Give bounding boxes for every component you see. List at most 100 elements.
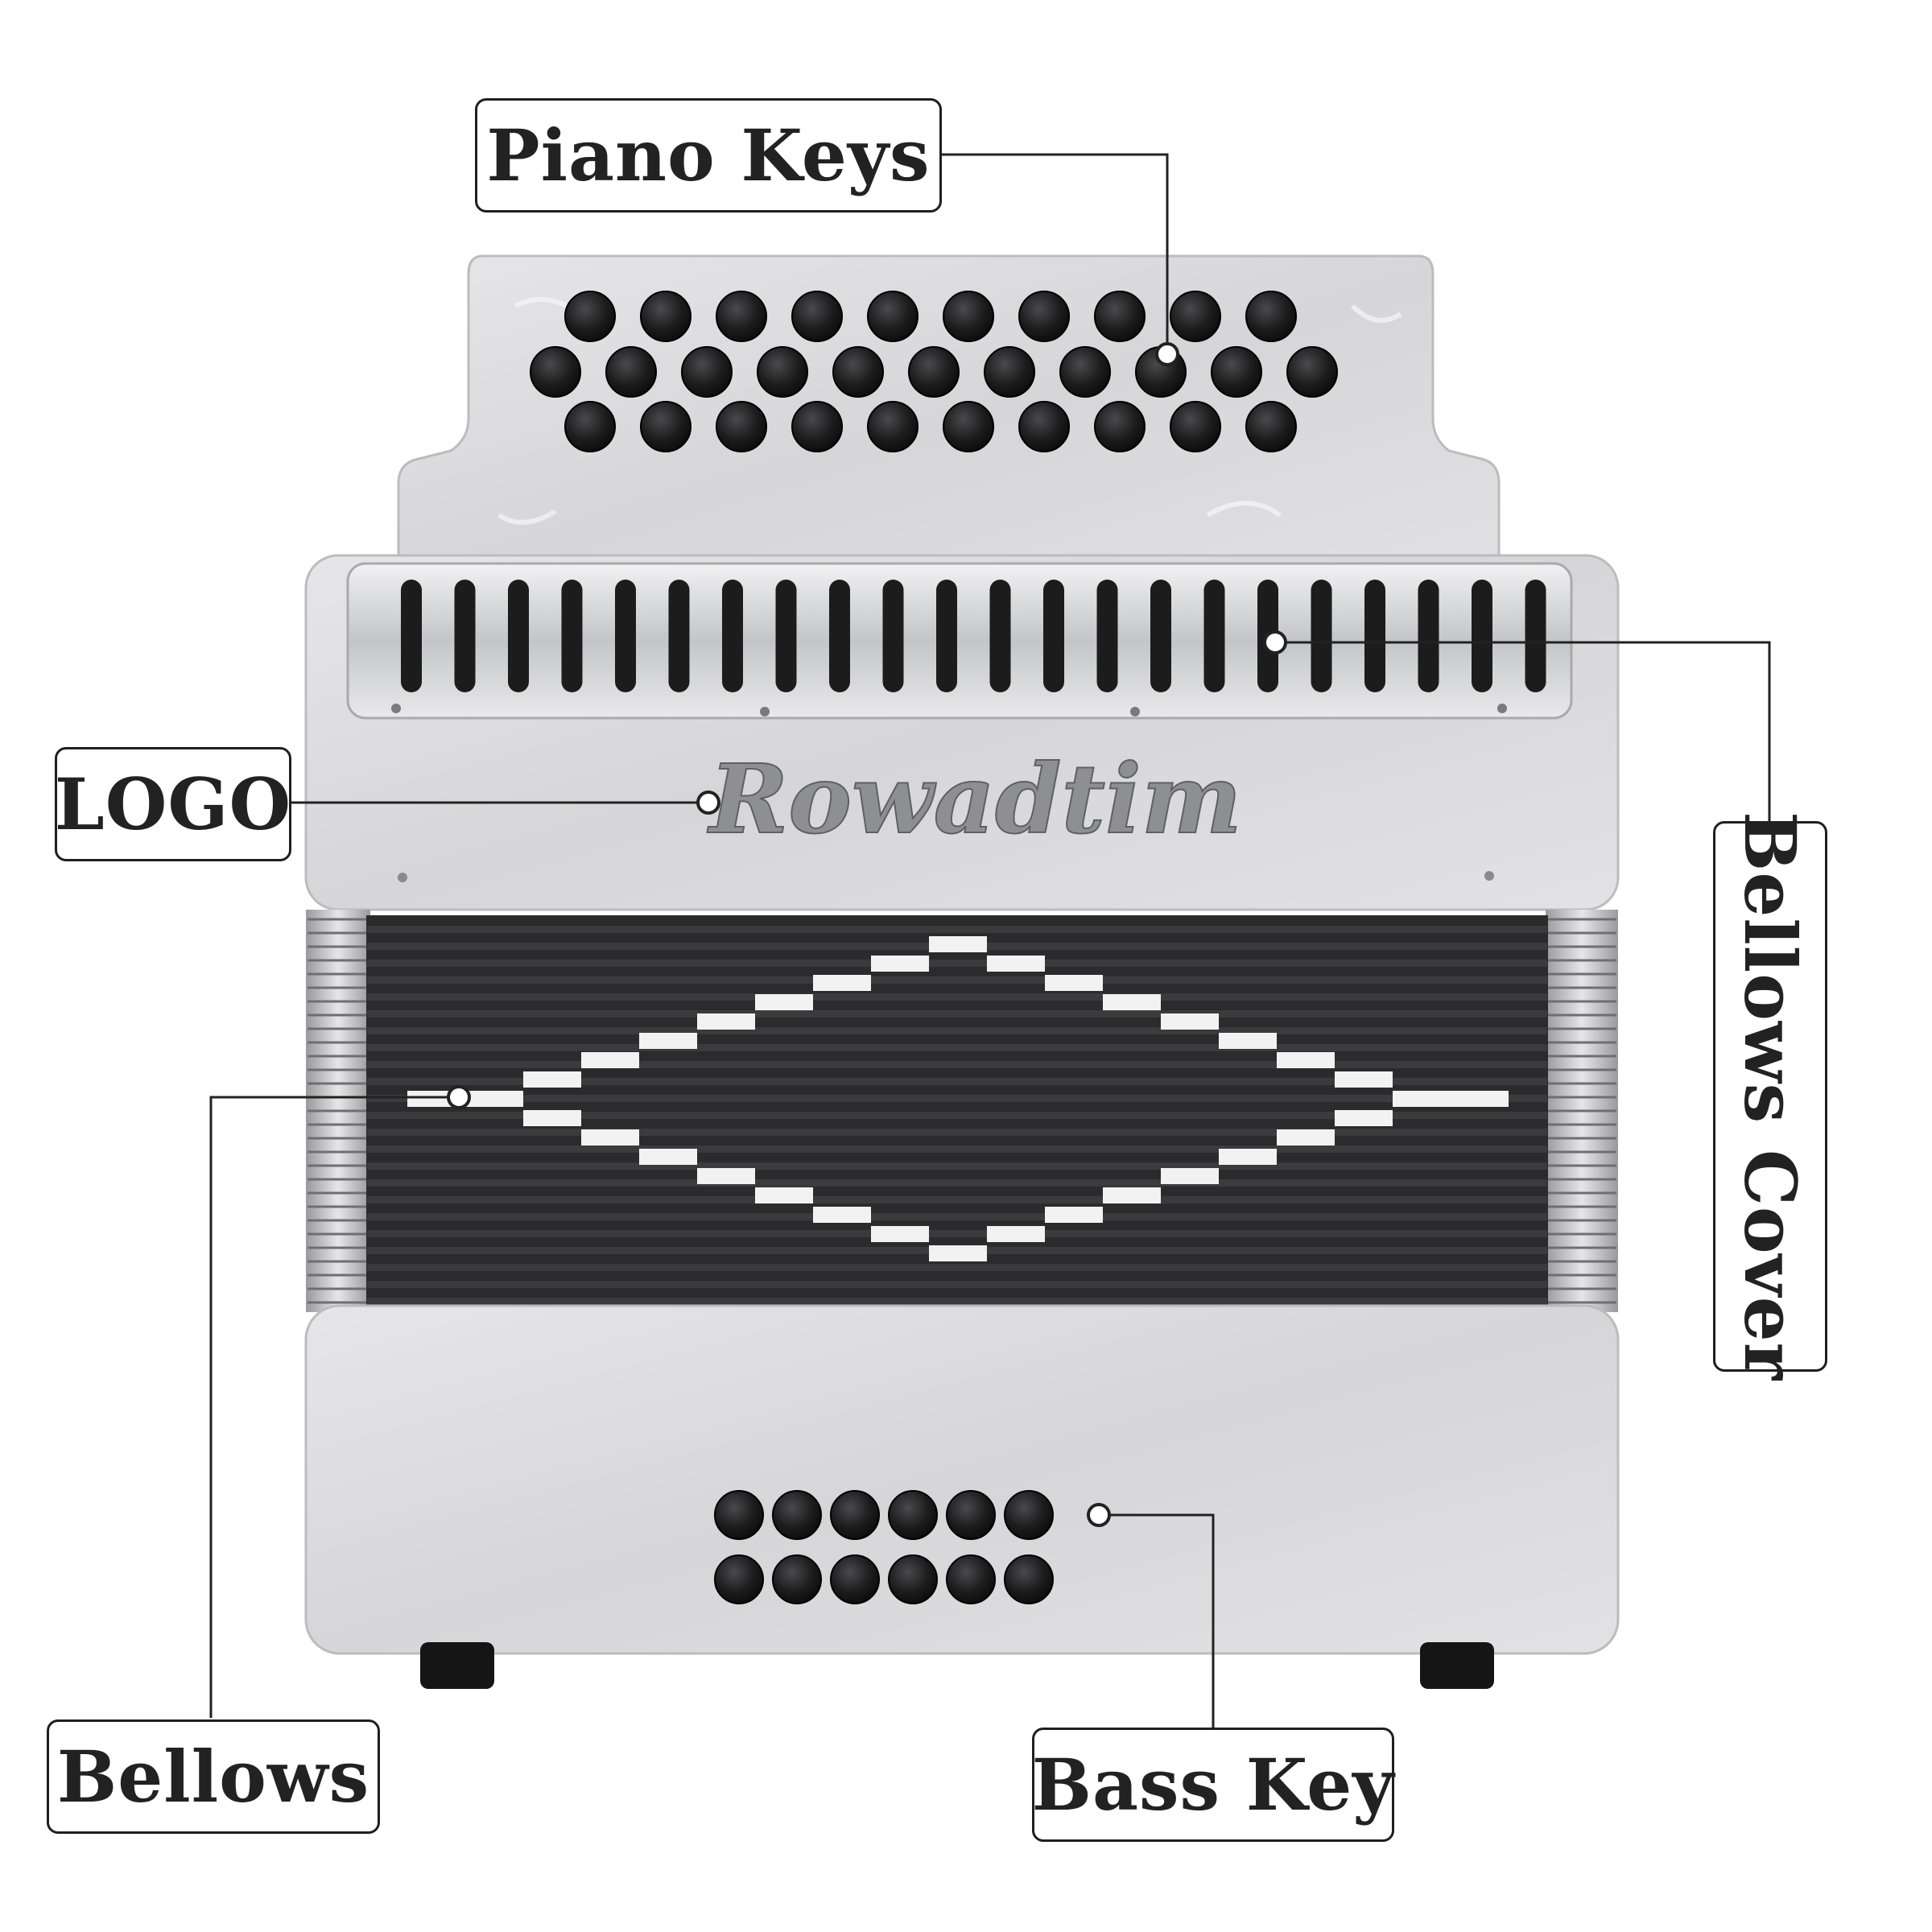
diamond-step xyxy=(987,1226,1045,1242)
bass-button xyxy=(714,1554,764,1604)
treble-button xyxy=(1245,401,1297,452)
grille-slots xyxy=(401,580,1546,692)
treble-button xyxy=(791,401,843,452)
treble-button xyxy=(1170,401,1221,452)
grille-slot xyxy=(1525,580,1546,692)
bellows-stripe xyxy=(367,993,1547,1001)
label-logo: LOGO xyxy=(55,747,291,861)
diamond-step xyxy=(1103,994,1161,1010)
grille-slot xyxy=(1096,580,1118,692)
treble-button xyxy=(640,401,691,452)
dot-bellows-cover-icon xyxy=(1263,630,1287,654)
diamond-step xyxy=(581,1052,639,1068)
foot-left xyxy=(420,1642,494,1689)
grille-slot xyxy=(1203,580,1225,692)
label-piano-keys: Piano Keys xyxy=(475,98,942,213)
diamond-step xyxy=(755,1187,813,1203)
treble-button xyxy=(564,401,616,452)
bellows-fold-lines xyxy=(308,918,1616,1304)
diamond-step xyxy=(581,1129,639,1146)
bass-button xyxy=(888,1490,938,1540)
grille-slot xyxy=(668,580,690,692)
treble-button xyxy=(716,291,767,342)
bellows-stripe xyxy=(367,1010,1547,1018)
diamond-step xyxy=(871,1226,929,1242)
bellows-stripe xyxy=(367,1095,1547,1102)
bass-button xyxy=(830,1490,880,1540)
bellows-stripe xyxy=(367,1196,1547,1203)
diamond-step xyxy=(1335,1110,1393,1126)
diamond-step xyxy=(755,994,813,1010)
bellows-stripe xyxy=(367,1027,1547,1034)
treble-button xyxy=(1245,291,1297,342)
label-bass-key: Bass Key xyxy=(1032,1728,1394,1842)
diamond-step xyxy=(639,1149,697,1165)
grille-slot xyxy=(882,580,904,692)
bass-button xyxy=(772,1554,822,1604)
diamond-step xyxy=(523,1071,581,1088)
bass-button xyxy=(946,1490,996,1540)
grille-slot xyxy=(1043,580,1064,692)
treble-button xyxy=(716,401,767,452)
grille-slot xyxy=(1472,580,1492,692)
grille-slot xyxy=(1311,580,1332,692)
leader-lines xyxy=(209,153,1771,1728)
diamond-step xyxy=(1161,1168,1219,1184)
diamond-step xyxy=(523,1110,581,1126)
treble-button xyxy=(832,346,884,398)
bellows-stripe xyxy=(367,926,1547,933)
diamond-step xyxy=(1277,1052,1335,1068)
treble-button xyxy=(984,346,1035,398)
diamond-step xyxy=(929,936,987,952)
grille-slot xyxy=(1364,580,1385,692)
treble-button xyxy=(681,346,733,398)
diamond-tail xyxy=(1451,1091,1509,1107)
diamond-step xyxy=(929,1245,987,1261)
treble-button xyxy=(791,291,843,342)
bass-button xyxy=(714,1490,764,1540)
diamond-step xyxy=(697,1168,755,1184)
dot-bellows-icon xyxy=(447,1085,471,1109)
treble-button xyxy=(867,291,919,342)
bass-buttons xyxy=(714,1490,1054,1604)
diamond-step xyxy=(465,1091,523,1107)
grille-slot xyxy=(1418,580,1439,692)
label-bellows-cover: Bellows Cover xyxy=(1713,811,1827,1381)
treble-button xyxy=(1018,291,1070,342)
bellows-stripe xyxy=(367,1281,1547,1288)
diamond-step xyxy=(697,1013,755,1030)
diamond-step xyxy=(1045,975,1103,991)
leader-bellows-cover xyxy=(1275,641,1771,821)
bellows-stripe xyxy=(367,1298,1547,1305)
bellows-stripe xyxy=(367,1078,1547,1085)
treble-button xyxy=(1094,401,1146,452)
lower-body xyxy=(304,1304,1620,1655)
bellows-stripe xyxy=(367,1213,1547,1220)
bellows-stripe xyxy=(367,1061,1547,1068)
bellows-stripe xyxy=(367,1044,1547,1051)
diamond-step xyxy=(1219,1149,1277,1165)
bass-button xyxy=(772,1490,822,1540)
treble-button xyxy=(943,291,994,342)
leader-bellows xyxy=(209,1096,459,1718)
treble-button xyxy=(867,401,919,452)
bellows-diamond-pattern xyxy=(407,936,1509,1261)
treble-buttons xyxy=(530,291,1338,452)
diamond-step xyxy=(1335,1071,1393,1088)
bass-button xyxy=(888,1554,938,1604)
diamond-step xyxy=(1103,1187,1161,1203)
grille-slot xyxy=(775,580,797,692)
bellows-stripe xyxy=(367,1112,1547,1119)
treble-button xyxy=(640,291,691,342)
grille-slot xyxy=(829,580,850,692)
treble-button xyxy=(564,291,616,342)
diamond-step xyxy=(1219,1033,1277,1049)
grille-slot xyxy=(1150,580,1171,692)
diamond-step xyxy=(813,975,871,991)
diamond-step xyxy=(1045,1207,1103,1223)
diamond-step xyxy=(813,1207,871,1223)
bass-button xyxy=(1004,1554,1054,1604)
treble-button xyxy=(1286,346,1338,398)
treble-button xyxy=(605,346,657,398)
